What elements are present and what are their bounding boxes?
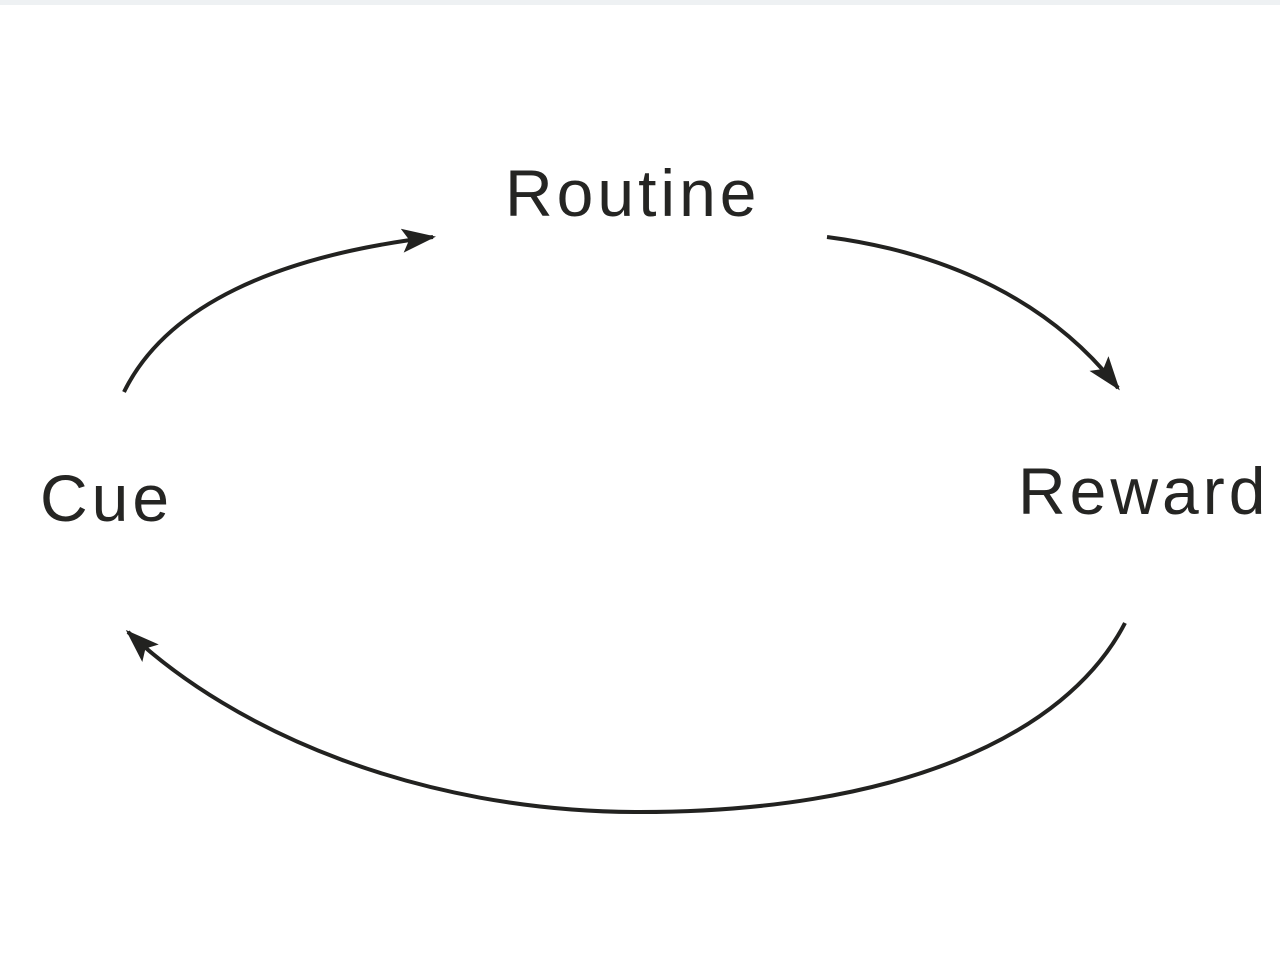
top-edge-bar bbox=[0, 0, 1280, 5]
arrow-reward-to-cue bbox=[125, 622, 1127, 815]
node-label-reward: Reward bbox=[1018, 454, 1270, 528]
arrow-cue-to-routine bbox=[122, 228, 436, 393]
arrow-routine-to-reward bbox=[826, 235, 1120, 391]
node-label-routine: Routine bbox=[505, 156, 761, 230]
node-label-cue: Cue bbox=[40, 461, 174, 535]
